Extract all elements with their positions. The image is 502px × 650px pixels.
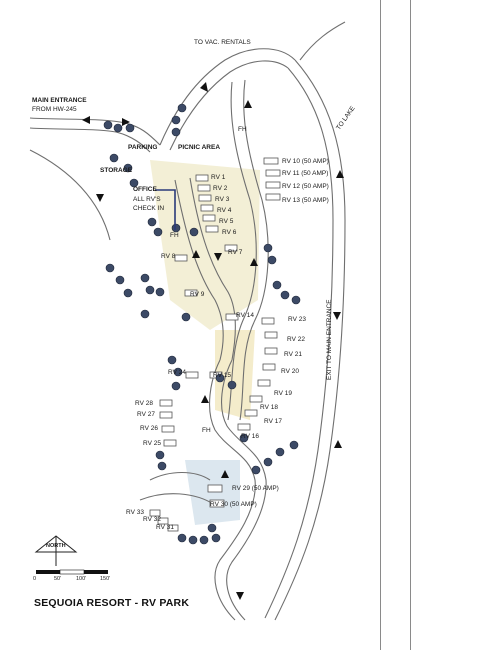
scale-bar xyxy=(36,569,108,575)
checkin-path-line xyxy=(155,189,176,230)
site-label: RV 6 xyxy=(222,229,237,236)
site-label: RV 14 xyxy=(236,312,254,319)
label-parking: PARKING xyxy=(128,144,158,151)
site-label: RV 8 xyxy=(161,253,176,260)
site-label: RV 5 xyxy=(219,218,234,225)
label-check-in: CHECK IN xyxy=(133,205,165,212)
site-label: RV 27 xyxy=(137,411,155,418)
scale-tick-100: 100' xyxy=(76,576,87,582)
label-main-entrance: MAIN ENTRANCE xyxy=(32,97,87,104)
site-label: RV 16 xyxy=(241,433,259,440)
site-label: RV 24 xyxy=(168,369,186,376)
site-label: RV 19 xyxy=(274,390,292,397)
scale-tick-150: 150' xyxy=(100,576,111,582)
site-label: RV 4 xyxy=(217,207,232,214)
label-fh-mid: FH xyxy=(170,232,179,239)
page-edge-line-right xyxy=(410,0,411,650)
site-label: RV 18 xyxy=(260,404,278,411)
site-label: RV 15 xyxy=(213,372,231,379)
north-label: NORTH xyxy=(46,543,66,549)
site-label: RV 9 xyxy=(190,291,205,298)
site-label: RV 31 xyxy=(156,524,174,531)
label-to-vac-rentals: TO VAC. RENTALS xyxy=(194,39,251,46)
direction-arrows xyxy=(82,82,344,600)
site-label: RV 10 (50 AMP) xyxy=(282,158,329,165)
site-label: RV 25 xyxy=(143,440,161,447)
middle-lot-fill xyxy=(215,330,255,420)
site-label: RV 28 xyxy=(135,400,153,407)
page-edge-line-left xyxy=(380,0,381,650)
label-exit-to-main: EXIT TO MAIN ENTRANCE xyxy=(326,299,333,380)
site-label: RV 32 xyxy=(143,516,161,523)
site-label: RV 17 xyxy=(264,418,282,425)
site-label: RV 26 xyxy=(140,425,158,432)
label-all-rvs: ALL RV'S xyxy=(133,196,161,203)
site-label: RV 13 (50 AMP) xyxy=(282,197,329,204)
site-pads xyxy=(149,157,281,532)
lower-lot-fill xyxy=(185,460,240,525)
site-label: RV 20 xyxy=(281,368,299,375)
site-label: RV 21 xyxy=(284,351,302,358)
site-label: RV 1 xyxy=(211,174,226,181)
road-network xyxy=(29,21,346,621)
site-label: RV 12 (50 AMP) xyxy=(282,183,329,190)
map-title: SEQUOIA RESORT - RV PARK xyxy=(34,597,190,609)
site-label: RV 30 (50 AMP) xyxy=(210,501,257,508)
scale-tick-0: 0 xyxy=(33,576,37,582)
north-arrow xyxy=(34,535,78,566)
site-label: RV 22 xyxy=(287,336,305,343)
label-fh-bottom: FH xyxy=(202,427,211,434)
label-office: OFFICE xyxy=(133,186,157,193)
central-lot-fill xyxy=(150,160,260,330)
scale-tick-50: 50' xyxy=(54,576,62,582)
site-label: RV 23 xyxy=(288,316,306,323)
site-label: RV 33 xyxy=(126,509,144,516)
site-label: RV 3 xyxy=(215,196,230,203)
site-label: RV 11 (50 AMP) xyxy=(282,170,329,177)
label-picnic-area: PICNIC AREA xyxy=(178,144,221,151)
label-storage: STORAGE xyxy=(100,167,133,174)
site-label: RV 2 xyxy=(213,185,228,192)
label-fh-top: FH xyxy=(238,126,247,133)
site-label: RV 7 xyxy=(228,249,243,256)
site-label: RV 29 (50 AMP) xyxy=(232,485,279,492)
trees xyxy=(103,103,301,545)
label-from-hw: FROM HW-245 xyxy=(32,106,77,113)
